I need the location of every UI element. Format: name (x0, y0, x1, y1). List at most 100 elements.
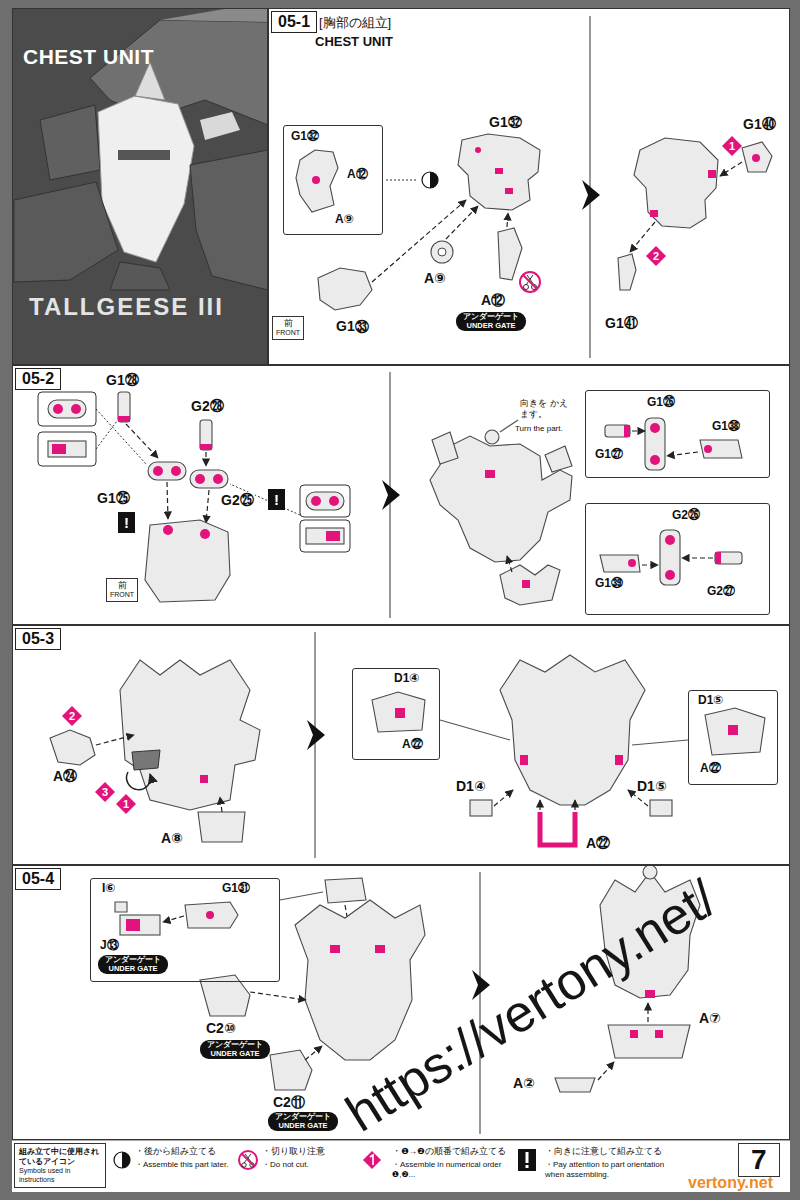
part-number: A⑫ (480, 292, 506, 310)
gate-label: UNDER GATE (108, 965, 157, 974)
legend-text: ・後から組み立てる (135, 1146, 230, 1156)
gate-label: UNDER GATE (466, 322, 515, 331)
step-5-2-illustration (682, 557, 713, 558)
step-5-1-illustration (507, 213, 508, 227)
order-number: 2 (69, 711, 75, 722)
step-5-2-illustration (624, 425, 630, 437)
symbol-key-icon (122, 1152, 130, 1168)
step-panel: 05-3 2 31 D1④ A㉒ D1⑤ A㉒ (12, 625, 790, 865)
step-5-4-illustration (120, 915, 160, 935)
step-5-4-illustration (163, 916, 184, 922)
part-number: G2㉘ (190, 398, 225, 414)
step-number: 05-4 (15, 868, 61, 890)
step-5-3-illustration (540, 812, 575, 845)
part-number: G1㉖ (646, 395, 676, 409)
step-number: 05-1 (271, 11, 317, 33)
step-5-4-illustration (598, 1062, 614, 1080)
order-number: 2 (653, 251, 659, 262)
step-5-3-illustration (728, 725, 738, 735)
step-5-3-illustration (520, 755, 528, 765)
step-5-2-illustration (48, 441, 86, 457)
order-marker: 2 (62, 706, 82, 726)
step-5-4-illustration (647, 1003, 648, 1022)
section-title: [胸部の組立] (319, 14, 391, 32)
step-5-1-illustration (618, 254, 636, 290)
do-not-cut-icon (520, 272, 540, 292)
step-5-2-illustration (200, 420, 212, 450)
step-5-4-illustration (608, 1025, 690, 1058)
part-number: A㉒ (699, 761, 722, 775)
step-5-3-illustration (574, 800, 575, 810)
symbol-key-icon (370, 1155, 373, 1165)
step-5-3-illustration (539, 800, 540, 810)
symbol-key-icon (114, 1149, 536, 1171)
part-number: D1⑤ (636, 778, 668, 794)
step-5-1-illustration (630, 222, 655, 252)
under-gate-badge: アンダーゲートUNDER GATE (98, 955, 168, 974)
panel-divider (479, 872, 480, 1134)
section-subtitle: CHEST UNIT (315, 34, 393, 49)
part-number: A⑨ (334, 212, 355, 226)
part-number: A⑨ (423, 270, 447, 286)
step-5-3-illustration (470, 800, 492, 816)
step-arrow (472, 970, 490, 1000)
part-number: G1㊴ (594, 576, 624, 590)
part-number: G1㉛ (221, 881, 251, 895)
step-arrow (382, 480, 400, 510)
step-5-2-illustration (71, 404, 81, 414)
cover-panel: CHEST UNITTALLGEESE III (12, 8, 268, 365)
step-5-2-illustration (230, 484, 300, 515)
step-5-2-illustration (500, 420, 518, 432)
symbol-key-icon (526, 1152, 529, 1163)
step-arrow (582, 180, 600, 210)
diamond-shape (116, 794, 136, 814)
order-number: 3 (102, 787, 108, 798)
front-label: FRONT (276, 329, 300, 337)
front-label: FRONT (110, 591, 134, 599)
gate-label: アンダーゲート (207, 1041, 263, 1050)
step-5-3-illustration (632, 740, 688, 745)
step-5-2-illustration (96, 421, 117, 449)
caution-mark: ! (124, 512, 129, 533)
order-number: 1 (729, 141, 735, 152)
order-marker: 1 (116, 794, 136, 814)
part-number: C2⑪ (272, 1094, 306, 1112)
step-5-2-illustration (645, 418, 665, 470)
step-5-2-illustration (642, 564, 658, 565)
page-ground (12, 8, 790, 1192)
step-5-2-illustration (118, 392, 130, 422)
step-5-4-illustration (375, 945, 385, 953)
step-5-1-illustration (296, 150, 338, 212)
part-number: A㉒ (401, 737, 424, 751)
detail-inset: I⑥G1㉛J⑬アンダーゲートUNDER GATE (90, 878, 280, 982)
part-number: A㉒ (585, 835, 611, 851)
step-5-2-illustration (306, 528, 344, 544)
symbol-key-icon (518, 1149, 536, 1171)
instruction-note: Turn the part. (515, 424, 563, 433)
unit-title: CHEST UNIT (23, 45, 154, 69)
symbol-key-icon (242, 1154, 254, 1166)
step-5-1-illustration (386, 180, 418, 181)
part-number: D1⑤ (697, 693, 725, 707)
part-number: A㉔ (52, 768, 78, 784)
detail-inset: G1㉖G1㊳G1㉗ (585, 390, 770, 478)
step-arrow (307, 180, 600, 1000)
step-5-2-illustration (300, 485, 350, 517)
step-5-3-illustration (120, 660, 260, 810)
diamond-shape (62, 706, 82, 726)
part-number: D1④ (455, 778, 487, 794)
step-5-2-illustration (195, 474, 205, 484)
page-number: 7 (751, 1144, 767, 1176)
step-5-4-illustration (295, 900, 425, 1060)
step-5-1-illustration (720, 162, 742, 176)
step-5-2-illustration (167, 482, 168, 519)
step-5-1-illustration (752, 154, 760, 162)
step-5-3-illustration (50, 730, 95, 765)
part-number: A⑧ (160, 830, 184, 846)
step-number: 05-3 (15, 628, 61, 650)
page-number-box: 7 (738, 1143, 780, 1177)
legend-text: ・切り取り注意 (262, 1146, 362, 1156)
step-5-1-illustration (495, 168, 503, 174)
